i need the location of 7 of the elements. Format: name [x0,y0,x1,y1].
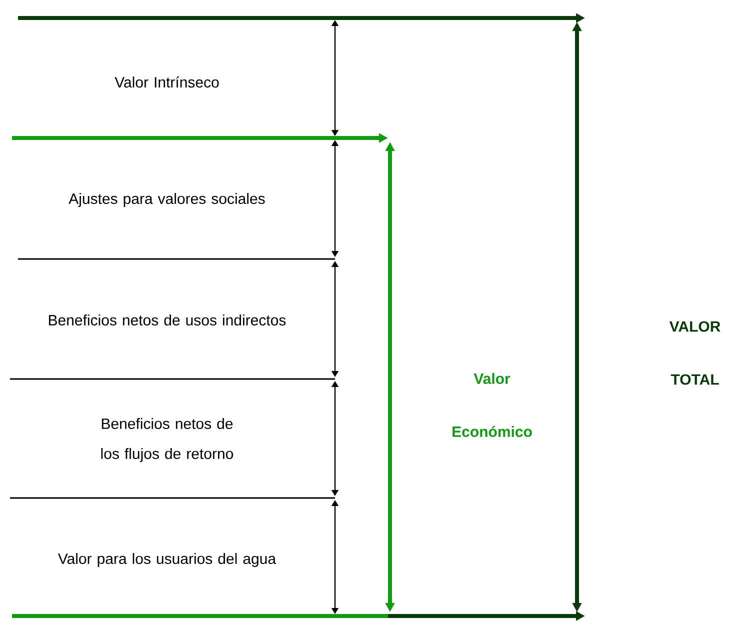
value-label: VALOR TOTAL [669,321,720,385]
band-label: Ajustes para valores sociales [68,193,265,207]
value-label: Valor Económico [452,373,532,437]
band-label: Valor para los usuarios del agua [58,553,276,567]
band-label: Valor Intrínseco [114,76,219,88]
band-label: Beneficios netos de los flujos de retorno [101,418,234,462]
band-label: Beneficios netos de usos indirectos [49,314,286,326]
